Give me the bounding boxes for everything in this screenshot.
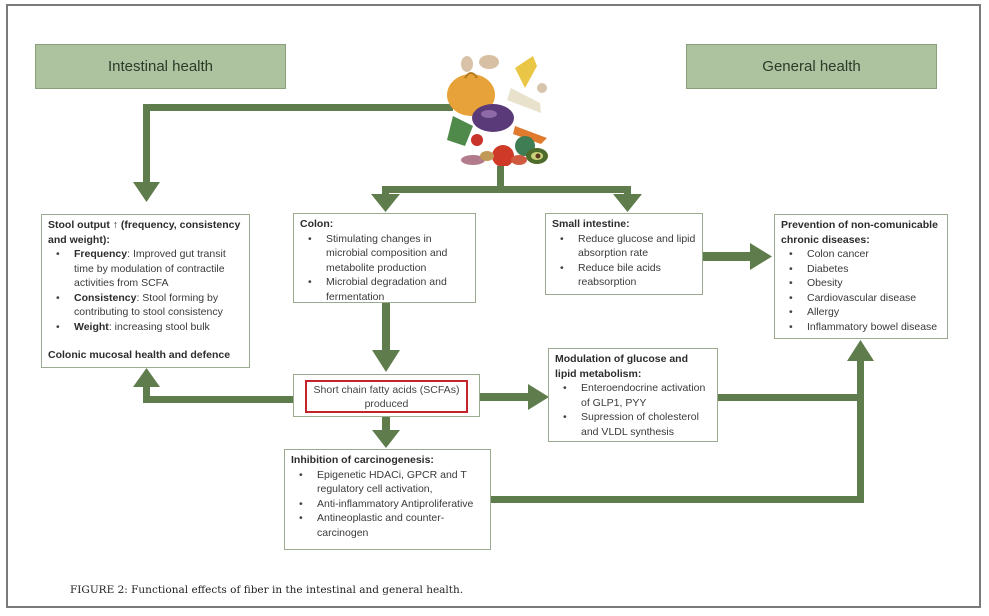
- list-item: Frequency: Improved gut transit time by …: [56, 247, 243, 291]
- stool-output-list: Frequency: Improved gut transit time by …: [48, 247, 243, 334]
- metabolism-list: Enteroendocrine activation of GLP1, PYY …: [555, 381, 711, 439]
- scfa-label: Short chain fatty acids (SCFAs) produced: [313, 383, 460, 410]
- prevention-box: Prevention of non-comunicable chronic di…: [774, 214, 948, 339]
- prevention-list: Colon cancer Diabetes Obesity Cardiovasc…: [781, 247, 941, 334]
- list-item: Inflammatory bowel disease: [789, 320, 941, 335]
- arrow-scfa-to-metabolism: [480, 393, 530, 401]
- arrow-right-vertical: [857, 358, 864, 503]
- arrow-carcinogenesis-to-right: [490, 496, 864, 503]
- list-item: Supression of cholesterol and VLDL synth…: [563, 410, 711, 439]
- list-item: Consistency: Stool forming by contributi…: [56, 291, 243, 320]
- carcinogenesis-box: Inhibition of carcinogenesis: Epigenetic…: [284, 449, 491, 550]
- arrowhead-colon: [371, 194, 400, 212]
- metabolism-title: Modulation of glucose and lipid metaboli…: [555, 353, 688, 380]
- arrowhead-prevention-bottom: [847, 340, 874, 361]
- list-item: Colon cancer: [789, 247, 941, 262]
- colon-list: Stimulating changes in microbial composi…: [300, 232, 469, 303]
- arrowhead-metabolism: [528, 384, 549, 410]
- list-item: Epigenetic HDACi, GPCR and T regulatory …: [299, 468, 484, 497]
- arrow-branch-left-v: [382, 186, 389, 196]
- list-item: Antineoplastic and counter-carcinogen: [299, 511, 484, 540]
- list-item: Reduce glucose and lipid absorption rate: [560, 232, 696, 261]
- arrowhead-scfa: [372, 350, 400, 372]
- arrow-scfa-to-stool-v: [143, 384, 150, 403]
- arrowhead-carcinogenesis: [372, 430, 400, 448]
- colon-box: Colon: Stimulating changes in microbial …: [293, 213, 476, 303]
- arrow-branch-h: [382, 186, 631, 193]
- list-item: Obesity: [789, 276, 941, 291]
- list-item: Anti-inflammatory Antiproliferative: [299, 497, 484, 512]
- list-item: Cardiovascular disease: [789, 291, 941, 306]
- arrowhead-stool: [133, 182, 160, 202]
- stool-output-title: Stool output ↑ (frequency, consistency a…: [48, 219, 241, 246]
- colonic-health-label: Colonic mucosal health and defence: [48, 349, 231, 361]
- arrow-food-to-stool-v: [143, 104, 150, 184]
- scfa-highlight: Short chain fatty acids (SCFAs) produced: [305, 380, 468, 413]
- small-intestine-box: Small intestine: Reduce glucose and lipi…: [545, 213, 703, 295]
- arrow-colon-to-scfa: [382, 302, 390, 352]
- figure-caption: FIGURE 2: Functional effects of fiber in…: [70, 584, 464, 596]
- list-item: Diabetes: [789, 262, 941, 277]
- colon-title: Colon:: [300, 218, 334, 230]
- small-intestine-list: Reduce glucose and lipid absorption rate…: [552, 232, 696, 290]
- arrow-scfa-to-carcinogenesis: [382, 415, 390, 433]
- arrow-metabolism-to-right: [718, 394, 864, 401]
- arrowhead-prevention: [750, 243, 772, 270]
- list-item: Weight: increasing stool bulk: [56, 320, 243, 335]
- metabolism-box: Modulation of glucose and lipid metaboli…: [548, 348, 718, 442]
- arrow-si-to-prevention: [703, 252, 753, 261]
- arrowhead-small-intestine: [613, 194, 642, 212]
- carcinogenesis-list: Epigenetic HDACi, GPCR and T regulatory …: [291, 468, 484, 541]
- header-intestinal-health: Intestinal health: [35, 44, 286, 89]
- list-item: Enteroendocrine activation of GLP1, PYY: [563, 381, 711, 410]
- prevention-title: Prevention of non-comunicable chronic di…: [781, 219, 938, 246]
- stool-output-box: Stool output ↑ (frequency, consistency a…: [41, 214, 250, 368]
- arrow-scfa-to-stool-h: [143, 396, 295, 403]
- arrow-food-stem: [497, 166, 504, 190]
- list-item: Microbial degradation and fermentation: [308, 275, 469, 302]
- arrow-branch-right-v: [624, 186, 631, 196]
- list-item: Stimulating changes in microbial composi…: [308, 232, 469, 276]
- vegetables-fiber-illustration-icon: [447, 55, 548, 166]
- carcinogenesis-title: Inhibition of carcinogenesis:: [291, 454, 434, 466]
- arrow-food-to-stool-h: [143, 104, 453, 111]
- small-intestine-title: Small intestine:: [552, 218, 630, 230]
- arrowhead-colonic-health: [133, 368, 160, 387]
- list-item: Reduce bile acids reabsorption: [560, 261, 696, 290]
- header-general-health: General health: [686, 44, 937, 89]
- list-item: Allergy: [789, 305, 941, 320]
